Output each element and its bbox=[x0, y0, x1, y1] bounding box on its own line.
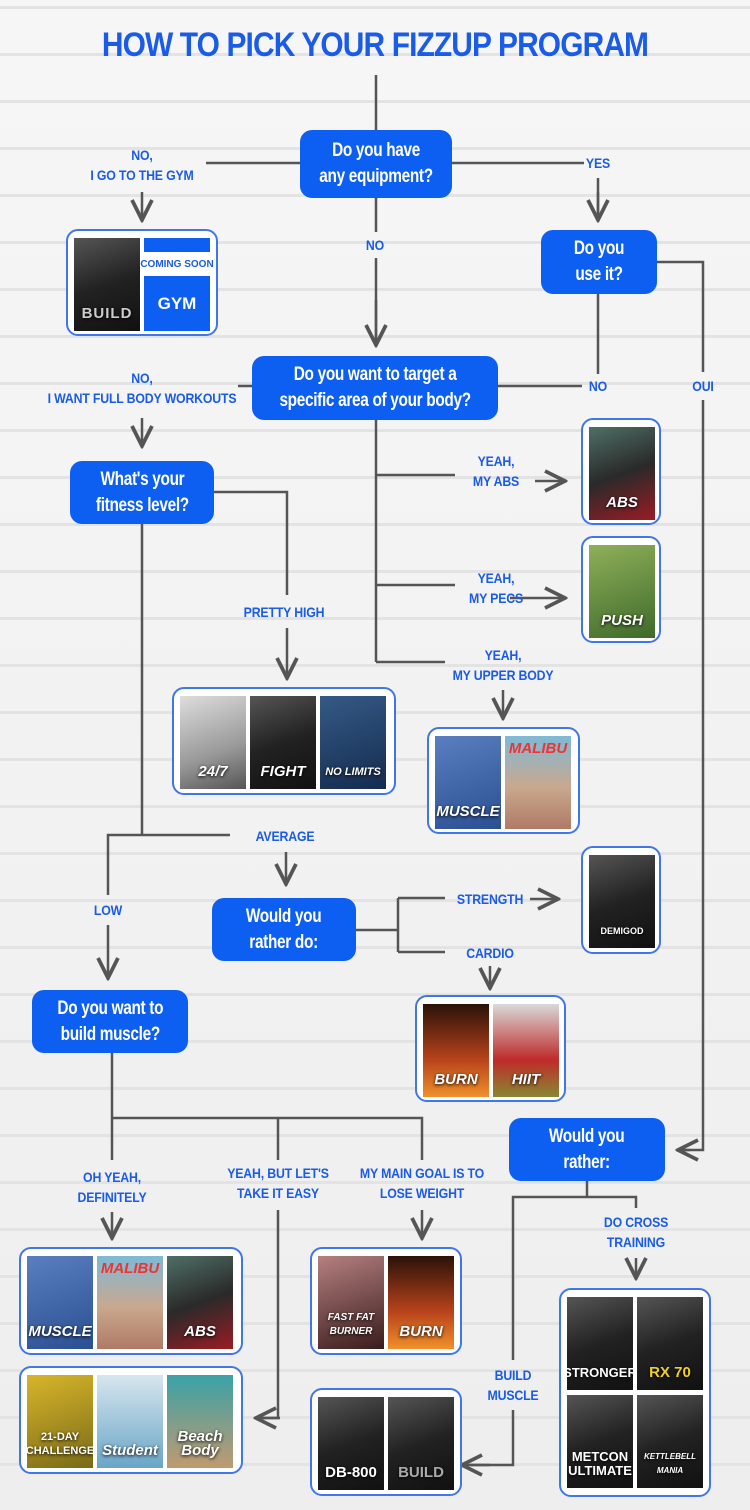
program-card-build[interactable]: DB-800 BUILD bbox=[310, 1388, 462, 1496]
program-fight[interactable]: FIGHT bbox=[250, 696, 316, 789]
label-my-pecs: YEAH,MY PECS bbox=[468, 570, 524, 606]
program-burn[interactable]: BURN bbox=[388, 1256, 454, 1349]
program-kettlebell-mania[interactable]: KETTLEBELL MANIA bbox=[637, 1394, 703, 1488]
label-my-abs: YEAH,MY ABS bbox=[472, 453, 520, 489]
label-definitely: OH YEAH,DEFINITELY bbox=[77, 1169, 147, 1205]
program-db-800[interactable]: DB-800 bbox=[318, 1397, 384, 1490]
program-24-7[interactable]: 24/7 bbox=[180, 696, 246, 789]
label-no: NO bbox=[588, 378, 608, 394]
program-burn[interactable]: BURN bbox=[423, 1004, 489, 1097]
label-cardio: CARDIO bbox=[466, 945, 514, 961]
program-rx70[interactable]: RX 70 bbox=[637, 1297, 703, 1390]
program-malibu[interactable]: MALIBU bbox=[97, 1256, 163, 1349]
label-no-gym: NO,I GO TO THE GYM bbox=[90, 147, 194, 183]
label-average: AVERAGE bbox=[255, 828, 315, 844]
label-oui: OUI bbox=[692, 378, 714, 394]
program-card-high[interactable]: 24/7 FIGHT NO LIMITS bbox=[172, 687, 396, 795]
program-build[interactable]: BUILD bbox=[74, 238, 140, 331]
label-pretty-high: PRETTY HIGH bbox=[243, 604, 325, 620]
program-abs[interactable]: ABS bbox=[167, 1256, 233, 1349]
program-stronger[interactable]: STRONGER bbox=[567, 1297, 633, 1390]
program-student[interactable]: Student bbox=[97, 1375, 163, 1468]
program-21-day[interactable]: 21-DAY CHALLENGE bbox=[27, 1375, 93, 1468]
label-yes: YES bbox=[585, 155, 611, 171]
label-upper-body: YEAH,MY UPPER BODY bbox=[452, 647, 554, 683]
program-muscle[interactable]: MUSCLE bbox=[27, 1256, 93, 1349]
program-card-muscle[interactable]: MUSCLE MALIBU ABS bbox=[19, 1247, 243, 1355]
program-card-abs[interactable]: ABS bbox=[581, 418, 661, 525]
program-abs[interactable]: ABS bbox=[589, 427, 655, 520]
program-push[interactable]: PUSH bbox=[589, 545, 655, 638]
program-build[interactable]: BUILD bbox=[388, 1397, 454, 1490]
label-full-body: NO,I WANT FULL BODY WORKOUTS bbox=[47, 370, 237, 406]
program-gym[interactable]: COMING SOON GYM bbox=[140, 238, 214, 331]
label-strength: STRENGTH bbox=[456, 891, 524, 907]
program-malibu[interactable]: MALIBU bbox=[505, 736, 571, 829]
program-card-cardio[interactable]: BURN HIIT bbox=[415, 995, 566, 1102]
program-card-lose[interactable]: FAST FAT BURNER BURN bbox=[310, 1247, 462, 1355]
program-demigod[interactable]: DEMIGOD bbox=[589, 855, 655, 948]
program-card-upper[interactable]: MUSCLE MALIBU bbox=[427, 727, 580, 834]
program-card-easy[interactable]: 21-DAY CHALLENGE Student Beach Body bbox=[19, 1366, 243, 1474]
label-no: NO bbox=[365, 237, 385, 253]
program-muscle[interactable]: MUSCLE bbox=[435, 736, 501, 829]
program-hiit[interactable]: HIIT bbox=[493, 1004, 559, 1097]
page-title: HOW TO PICK YOUR FIZZUP PROGRAM bbox=[101, 26, 649, 64]
program-card-cross[interactable]: STRONGER RX 70 METCON ULTIMATE KETTLEBEL… bbox=[559, 1288, 711, 1497]
program-card-demigod[interactable]: DEMIGOD bbox=[581, 846, 661, 954]
program-card-gym[interactable]: BUILD COMING SOON GYM bbox=[66, 229, 218, 336]
program-metcon-ultimate[interactable]: METCON ULTIMATE bbox=[567, 1394, 633, 1488]
program-no-limits[interactable]: NO LIMITS bbox=[320, 696, 386, 789]
label-low: LOW bbox=[93, 902, 123, 918]
program-fast-fat-burner[interactable]: FAST FAT BURNER bbox=[318, 1256, 384, 1349]
program-card-push[interactable]: PUSH bbox=[581, 536, 661, 643]
program-beach-body[interactable]: Beach Body bbox=[167, 1375, 233, 1468]
